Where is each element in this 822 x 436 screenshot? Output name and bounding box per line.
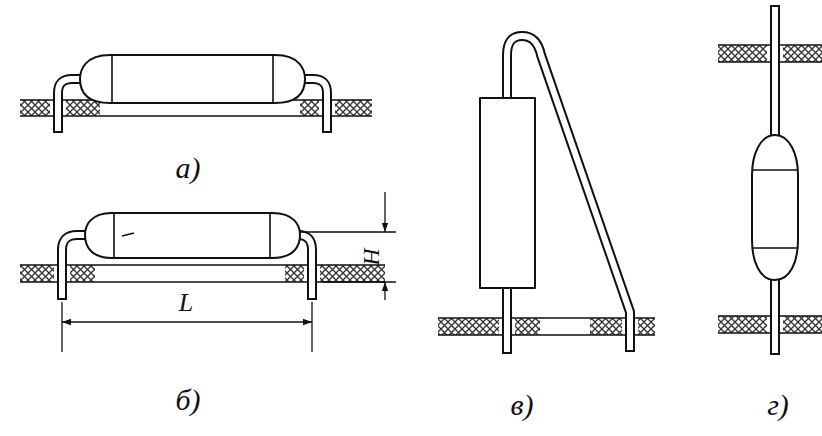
- figure-label: а): [176, 153, 201, 183]
- resistor-body: [752, 135, 798, 280]
- resistor-body: [80, 55, 305, 103]
- circuit-board: [438, 318, 655, 335]
- figure-label: в): [510, 390, 533, 420]
- dimension-line: [300, 192, 396, 300]
- figure-label: б): [175, 385, 200, 415]
- circuit-board: [20, 265, 385, 282]
- dimension-label: L: [179, 290, 193, 316]
- figure-label: г): [767, 390, 789, 420]
- dimension-label: H: [359, 248, 383, 265]
- resistor-body: [480, 98, 535, 288]
- resistor-body: [85, 213, 300, 258]
